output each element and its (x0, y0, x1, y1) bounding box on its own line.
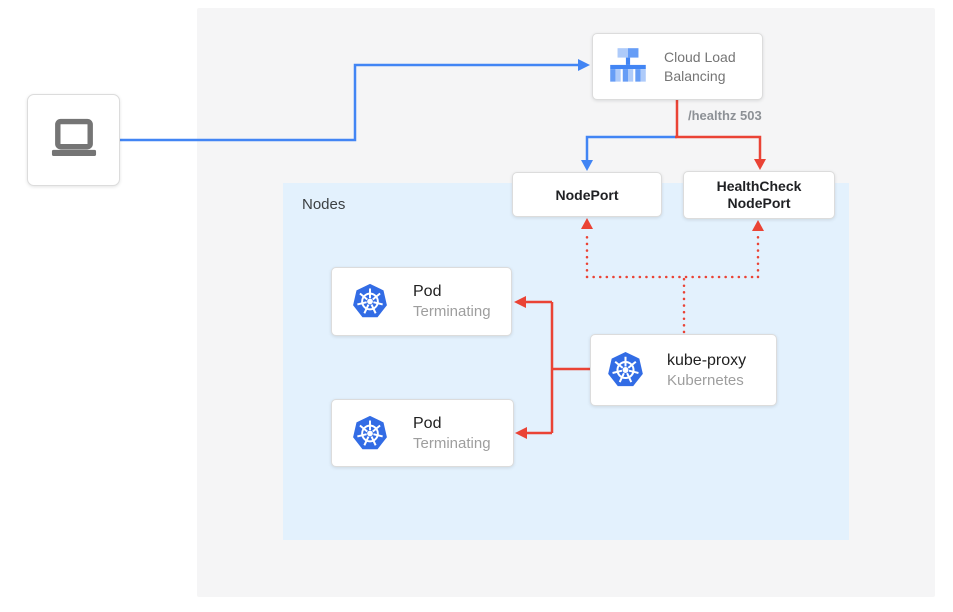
kube-proxy-sublabel: Kubernetes (667, 371, 744, 389)
pod-terminating-node-2: Pod Terminating (331, 399, 514, 467)
pod-status: Terminating (413, 434, 491, 452)
laptop-icon (51, 118, 96, 156)
cloud-load-balancing-icon (610, 47, 646, 82)
cloud-load-balancing-node: Cloud Load Balancing (592, 33, 763, 100)
healthz-503-label: /healthz 503 (688, 108, 762, 123)
pod-label: Pod (413, 414, 442, 432)
pod-terminating-node-1: Pod Terminating (331, 267, 512, 336)
kube-proxy-label: kube-proxy (667, 351, 747, 369)
kube-proxy-node: kube-proxy Kubernetes (590, 334, 777, 406)
healthcheck-nodeport-node: HealthCheck NodePort (683, 171, 835, 219)
cloud-load-balancing-label: Cloud Load Balancing (664, 48, 736, 84)
kubernetes-icon (353, 415, 387, 449)
nodeport-label: NodePort (555, 186, 619, 203)
pod-label: Pod (413, 283, 442, 300)
pod-status: Terminating (413, 303, 491, 320)
kubernetes-icon (608, 351, 643, 387)
kubernetes-icon (353, 283, 387, 318)
client-node (27, 94, 120, 186)
healthcheck-nodeport-label: HealthCheck NodePort (716, 178, 802, 211)
nodes-group-label: Nodes (302, 196, 346, 213)
nodeport-node: NodePort (512, 172, 662, 217)
